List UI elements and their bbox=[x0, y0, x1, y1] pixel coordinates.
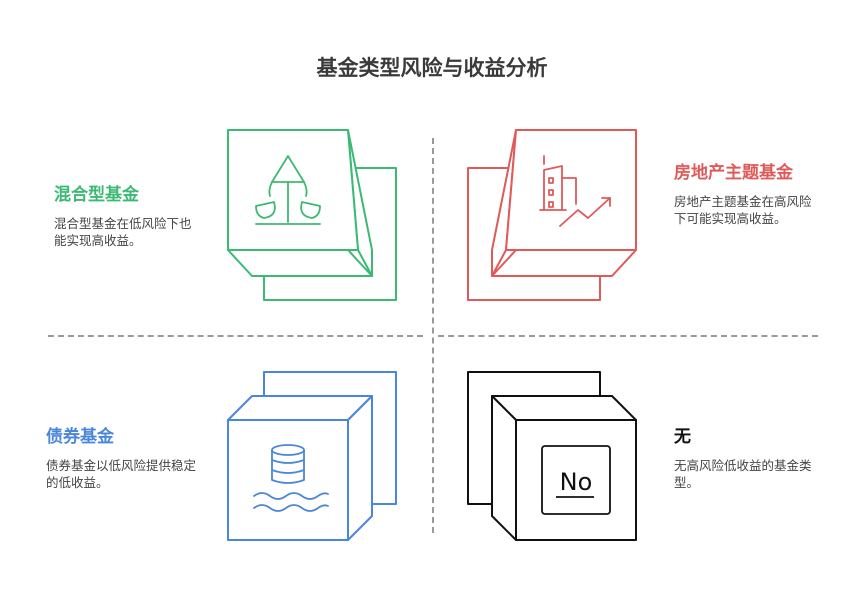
horizontal-divider-right bbox=[438, 335, 818, 337]
bond-fund-cube bbox=[227, 371, 397, 541]
no-sign-label: No bbox=[560, 468, 593, 496]
balance-scale-icon bbox=[255, 155, 321, 225]
real-estate-fund-cube bbox=[467, 129, 637, 301]
none-cube: No bbox=[467, 371, 637, 541]
bond-fund-desc: 债券基金以低风险提供稳定的低收益。 bbox=[46, 458, 197, 490]
real-estate-fund-desc: 房地产主题基金在高风险下可能实现高收益。 bbox=[674, 194, 812, 226]
none-desc: 无高风险低收益的基金类型。 bbox=[674, 458, 812, 490]
bond-fund-title: 债券基金 bbox=[46, 427, 114, 447]
vertical-divider bbox=[432, 138, 434, 533]
mixed-fund-title: 混合型基金 bbox=[54, 185, 139, 205]
mixed-fund-desc: 混合型基金在低风险下也能实现高收益。 bbox=[54, 216, 192, 248]
none-title: 无 bbox=[674, 427, 691, 447]
no-sign-icon bbox=[541, 445, 611, 515]
building-growth-icon bbox=[539, 155, 611, 227]
real-estate-fund-title: 房地产主题基金 bbox=[674, 163, 793, 183]
mixed-fund-cube bbox=[227, 129, 397, 301]
page-title: 基金类型风险与收益分析 bbox=[316, 56, 548, 80]
horizontal-divider-left bbox=[48, 335, 423, 337]
coin-stack-water-icon bbox=[253, 444, 329, 512]
